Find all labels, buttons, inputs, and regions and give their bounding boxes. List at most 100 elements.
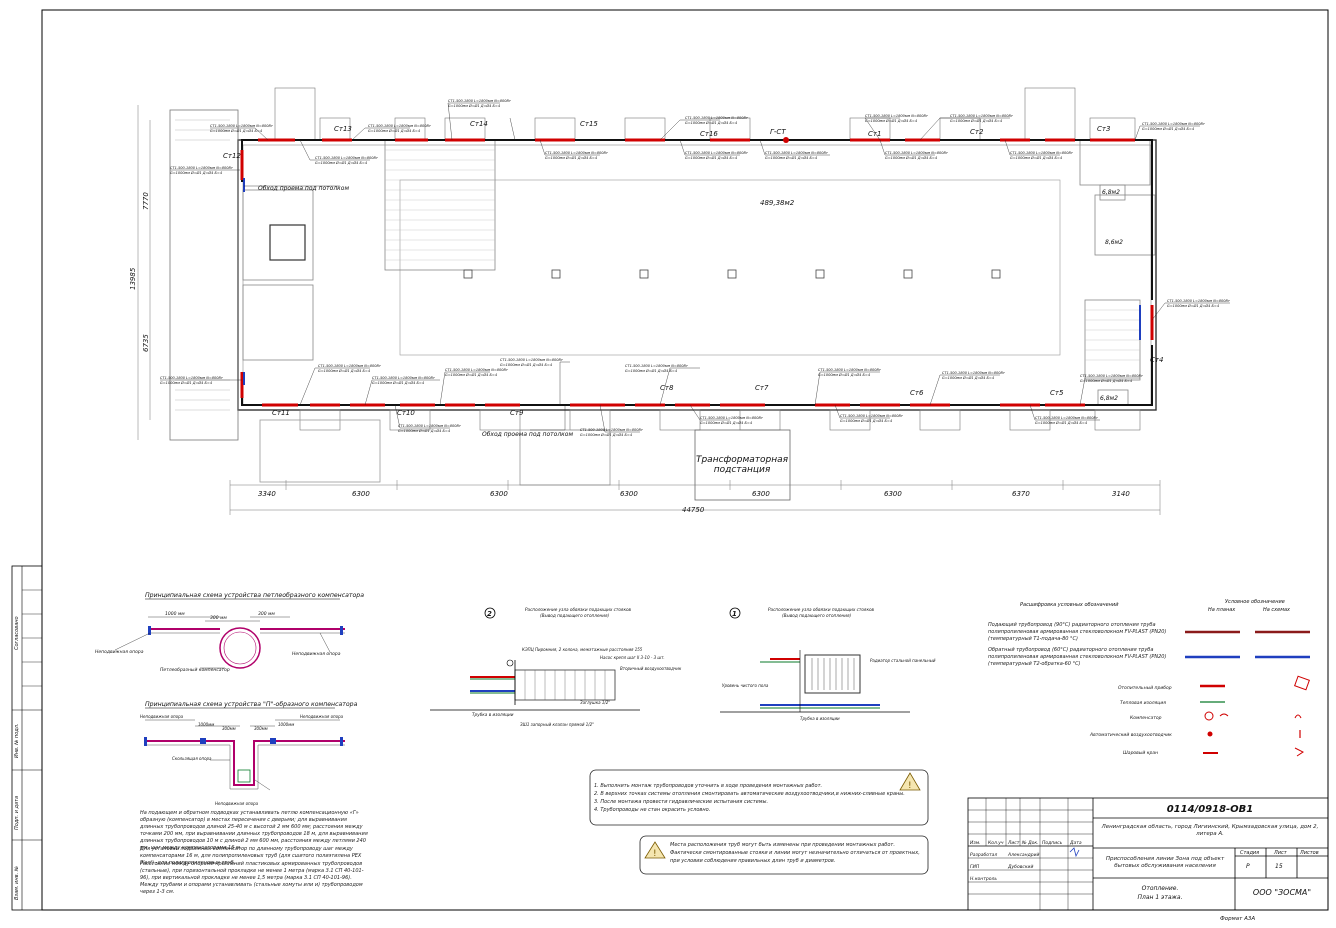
svg-text:СТ1-500-1800 L=1800мм N=800Вт: СТ1-500-1800 L=1800мм N=800Вт [685,116,749,120]
svg-text:1000мм: 1000мм [198,722,214,727]
svg-text:СТ1-500-1800 L=1800мм N=800Вт: СТ1-500-1800 L=1800мм N=800Вт [210,124,274,128]
svg-text:6300: 6300 [490,490,508,498]
warning-line-1: Места расположения труб могут быть измен… [670,842,895,848]
svg-text:СТ1-500-1800 L=1800мм N=800Вт: СТ1-500-1800 L=1800мм N=800Вт [865,114,929,118]
riser-st13: Ст13 [334,125,352,133]
area-label: 489,38м2 [760,199,795,207]
tb-h-list: Лист [1007,840,1020,846]
warning-line-3: при условии соблюдения правильных длин т… [670,858,836,864]
stamp-inv-podl: Инв. № подл. [14,724,20,759]
comp-dim-2: 300 мм [210,615,227,621]
callout-leaders [160,102,1230,433]
compensator-scheme [114,616,345,669]
node2-title: Расположение узла обвязки подающих стояк… [525,607,632,612]
riser-st6: Ст6 [910,389,924,397]
svg-text:G=1000мм Ø=Ø1 Д=Ø4 Б=4: G=1000мм Ø=Ø1 Д=Ø4 Б=4 [942,375,994,380]
stamp-sign-date: Подп. и дата [14,796,20,830]
tb-stage: Р [1246,863,1250,870]
legend-title: Расшифровка условных обозначений [1020,602,1119,608]
warning-icon: ! ! [644,772,921,859]
svg-text:Заглушка 1/2": Заглушка 1/2" [580,700,610,705]
svg-text:G=1000мм Ø=Ø1 Д=Ø4 Б=4: G=1000мм Ø=Ø1 Д=Ø4 Б=4 [318,368,370,373]
room-area-3: 6,8м2 [1100,395,1118,402]
tb-description: Приспособления линии Зона под объект быт… [1105,856,1225,869]
svg-text:СТ1-500-1800 L=1800мм N=800Вт: СТ1-500-1800 L=1800мм N=800Вт [368,124,432,128]
tb-name-gip: Дубовский [1007,864,1033,870]
node2-subtitle: (Вывод подающего отопления) [540,613,610,618]
tb-address: Ленинградская область, город Лигиинский,… [1101,824,1319,837]
svg-text:!: ! [653,849,657,859]
riser-st11: Ст11 [272,409,290,417]
legend-supply-text: Подающий трубопровод (90°С) радиаторного… [988,622,1167,642]
svg-text:6370: 6370 [1012,490,1030,498]
legend-item-insul: Тепловая изоляция [1120,700,1166,706]
svg-text:G=1000мм Ø=Ø1 Д=Ø4 Б=4: G=1000мм Ø=Ø1 Д=Ø4 Б=4 [1080,378,1132,383]
tb-sheet-header: Лист [1273,850,1288,856]
substation-label-2: подстанция [714,465,771,475]
legend-item-comp: Компенсатор [1130,715,1162,721]
svg-text:44750: 44750 [682,506,705,514]
bypass-note-1: Обход проема под потолком [258,185,349,192]
tb-h-date: Дата [1069,840,1082,846]
riser-st2: Ст2 [970,128,984,136]
svg-text:КЭПЦ Пиромния, 2 колона, межэт: КЭПЦ Пиромния, 2 колона, межэтажные расс… [522,647,643,652]
riser-st8: Ст8 [660,384,674,392]
svg-text:СТ1-500-1800 L=1800мм N=800Вт: СТ1-500-1800 L=1800мм N=800Вт [885,151,949,155]
svg-text:G=1000мм Ø=Ø1 Д=Ø4 Б=4: G=1000мм Ø=Ø1 Д=Ø4 Б=4 [1010,155,1062,160]
comp-loop-label: Петлеобразный компенсатор [160,667,230,673]
legend-samples [1185,630,1310,757]
svg-text:G=1000мм Ø=Ø1 Д=Ø4 Б=4: G=1000мм Ø=Ø1 Д=Ø4 Б=4 [545,155,597,160]
notes-line-2: 2. В верхних точках системы отопления см… [594,791,905,797]
node1-subtitle: (Вывод подающего отопления) [782,613,852,618]
bypass-note-2: Обход проема под потолком [482,431,573,438]
svg-text:G=1000мм Ø=Ø1 Д=Ø4 Б=4: G=1000мм Ø=Ø1 Д=Ø4 Б=4 [885,155,937,160]
svg-text:3140: 3140 [1112,490,1130,498]
svg-text:СТ1-500-1800 L=1800мм N=800Вт: СТ1-500-1800 L=1800мм N=800Вт [1010,151,1074,155]
svg-text:G=1000мм Ø=Ø1 Д=Ø4 Б=4: G=1000мм Ø=Ø1 Д=Ø4 Б=4 [500,362,552,367]
comp-dim-1: 1000 мм [165,611,185,617]
svg-text:G=1000мм Ø=Ø1 Д=Ø4 Б=4: G=1000мм Ø=Ø1 Д=Ø4 Б=4 [580,432,632,437]
tb-role-nk: Н.контроль [970,876,997,882]
return-segments [243,178,1141,385]
riser-st14: Ст14 [470,120,488,128]
tb-drawing-title-2: План 1 этажа. [1137,894,1182,901]
legend-col-plan: На планах [1208,607,1235,613]
riser-st1: Ст1 [868,130,881,138]
comp-dim-3: 300 мм [258,611,275,617]
notes-frame [589,769,929,826]
legend-item-valve: Шаровый кран [1123,750,1158,756]
svg-text:Уровень чистого пола: Уровень чистого пола [722,683,769,688]
tb-sheets: 15 [1275,863,1283,870]
tb-stage-header: Стадия [1240,850,1259,856]
tb-h-koluch: Кол.уч [988,840,1004,846]
svg-text:СТ1-500-1800 L=1800мм N=800Вт: СТ1-500-1800 L=1800мм N=800Вт [942,371,1006,375]
svg-text:СТ1-500-1800 L=1800мм N=800Вт: СТ1-500-1800 L=1800мм N=800Вт [448,99,512,103]
tb-role-gip: ГИП [970,864,980,870]
signature-mark [1069,847,1080,858]
svg-text:СТ1-500-1800 L=1800мм N=800Вт: СТ1-500-1800 L=1800мм N=800Вт [685,151,749,155]
svg-text:Трубка в изоляции: Трубка в изоляции [800,716,840,721]
room-area-2: 8,6м2 [1105,239,1123,246]
svg-text:СТ1-500-1800 L=1800мм N=800Вт: СТ1-500-1800 L=1800мм N=800Вт [1080,374,1144,378]
legend-item-ecm: Отопительный прибор [1118,685,1172,691]
stamp-agreed: Согласовано [14,616,20,650]
svg-text:СТ1-500-1800 L=1800мм N=800Вт: СТ1-500-1800 L=1800мм N=800Вт [765,151,829,155]
legend-col-header: Условное обозначение [1225,599,1285,605]
svg-text:СТ1-500-1800 L=1800мм N=800Вт: СТ1-500-1800 L=1800мм N=800Вт [580,428,644,432]
svg-text:6300: 6300 [752,490,770,498]
svg-text:G=1000мм Ø=Ø1 Д=Ø4 Б=4: G=1000мм Ø=Ø1 Д=Ø4 Б=4 [368,128,420,133]
svg-text:G=1000мм Ø=Ø1 Д=Ø4 Б=4: G=1000мм Ø=Ø1 Д=Ø4 Б=4 [685,155,737,160]
svg-text:G=1000мм Ø=Ø1 Д=Ø4 Б=4: G=1000мм Ø=Ø1 Д=Ø4 Б=4 [372,380,424,385]
svg-text:G=1000мм Ø=Ø1 Д=Ø4 Б=4: G=1000мм Ø=Ø1 Д=Ø4 Б=4 [700,420,752,425]
tb-h-izm: Изм. [970,840,981,846]
legend-item-air: Автоматический воздухоотводчик [1089,732,1172,738]
svg-text:G=1000мм Ø=Ø1 Д=Ø4 Б=4: G=1000мм Ø=Ø1 Д=Ø4 Б=4 [1167,303,1219,308]
tb-sheets-header: Листов [1299,850,1319,856]
svg-text:7770: 7770 [142,192,150,210]
svg-text:СТ1-500-1800 L=1800мм N=800Вт: СТ1-500-1800 L=1800мм N=800Вт [1167,299,1231,303]
node1-title: Расположение узла обвязки подающих стояк… [768,607,875,612]
svg-text:СТ1-500-1800 L=1800мм N=800Вт: СТ1-500-1800 L=1800мм N=800Вт [1142,122,1206,126]
svg-text:Неподвижная опора: Неподвижная опора [215,801,259,806]
svg-text:G=1000мм Ø=Ø1 Д=Ø4 Б=4: G=1000мм Ø=Ø1 Д=Ø4 Б=4 [160,380,212,385]
